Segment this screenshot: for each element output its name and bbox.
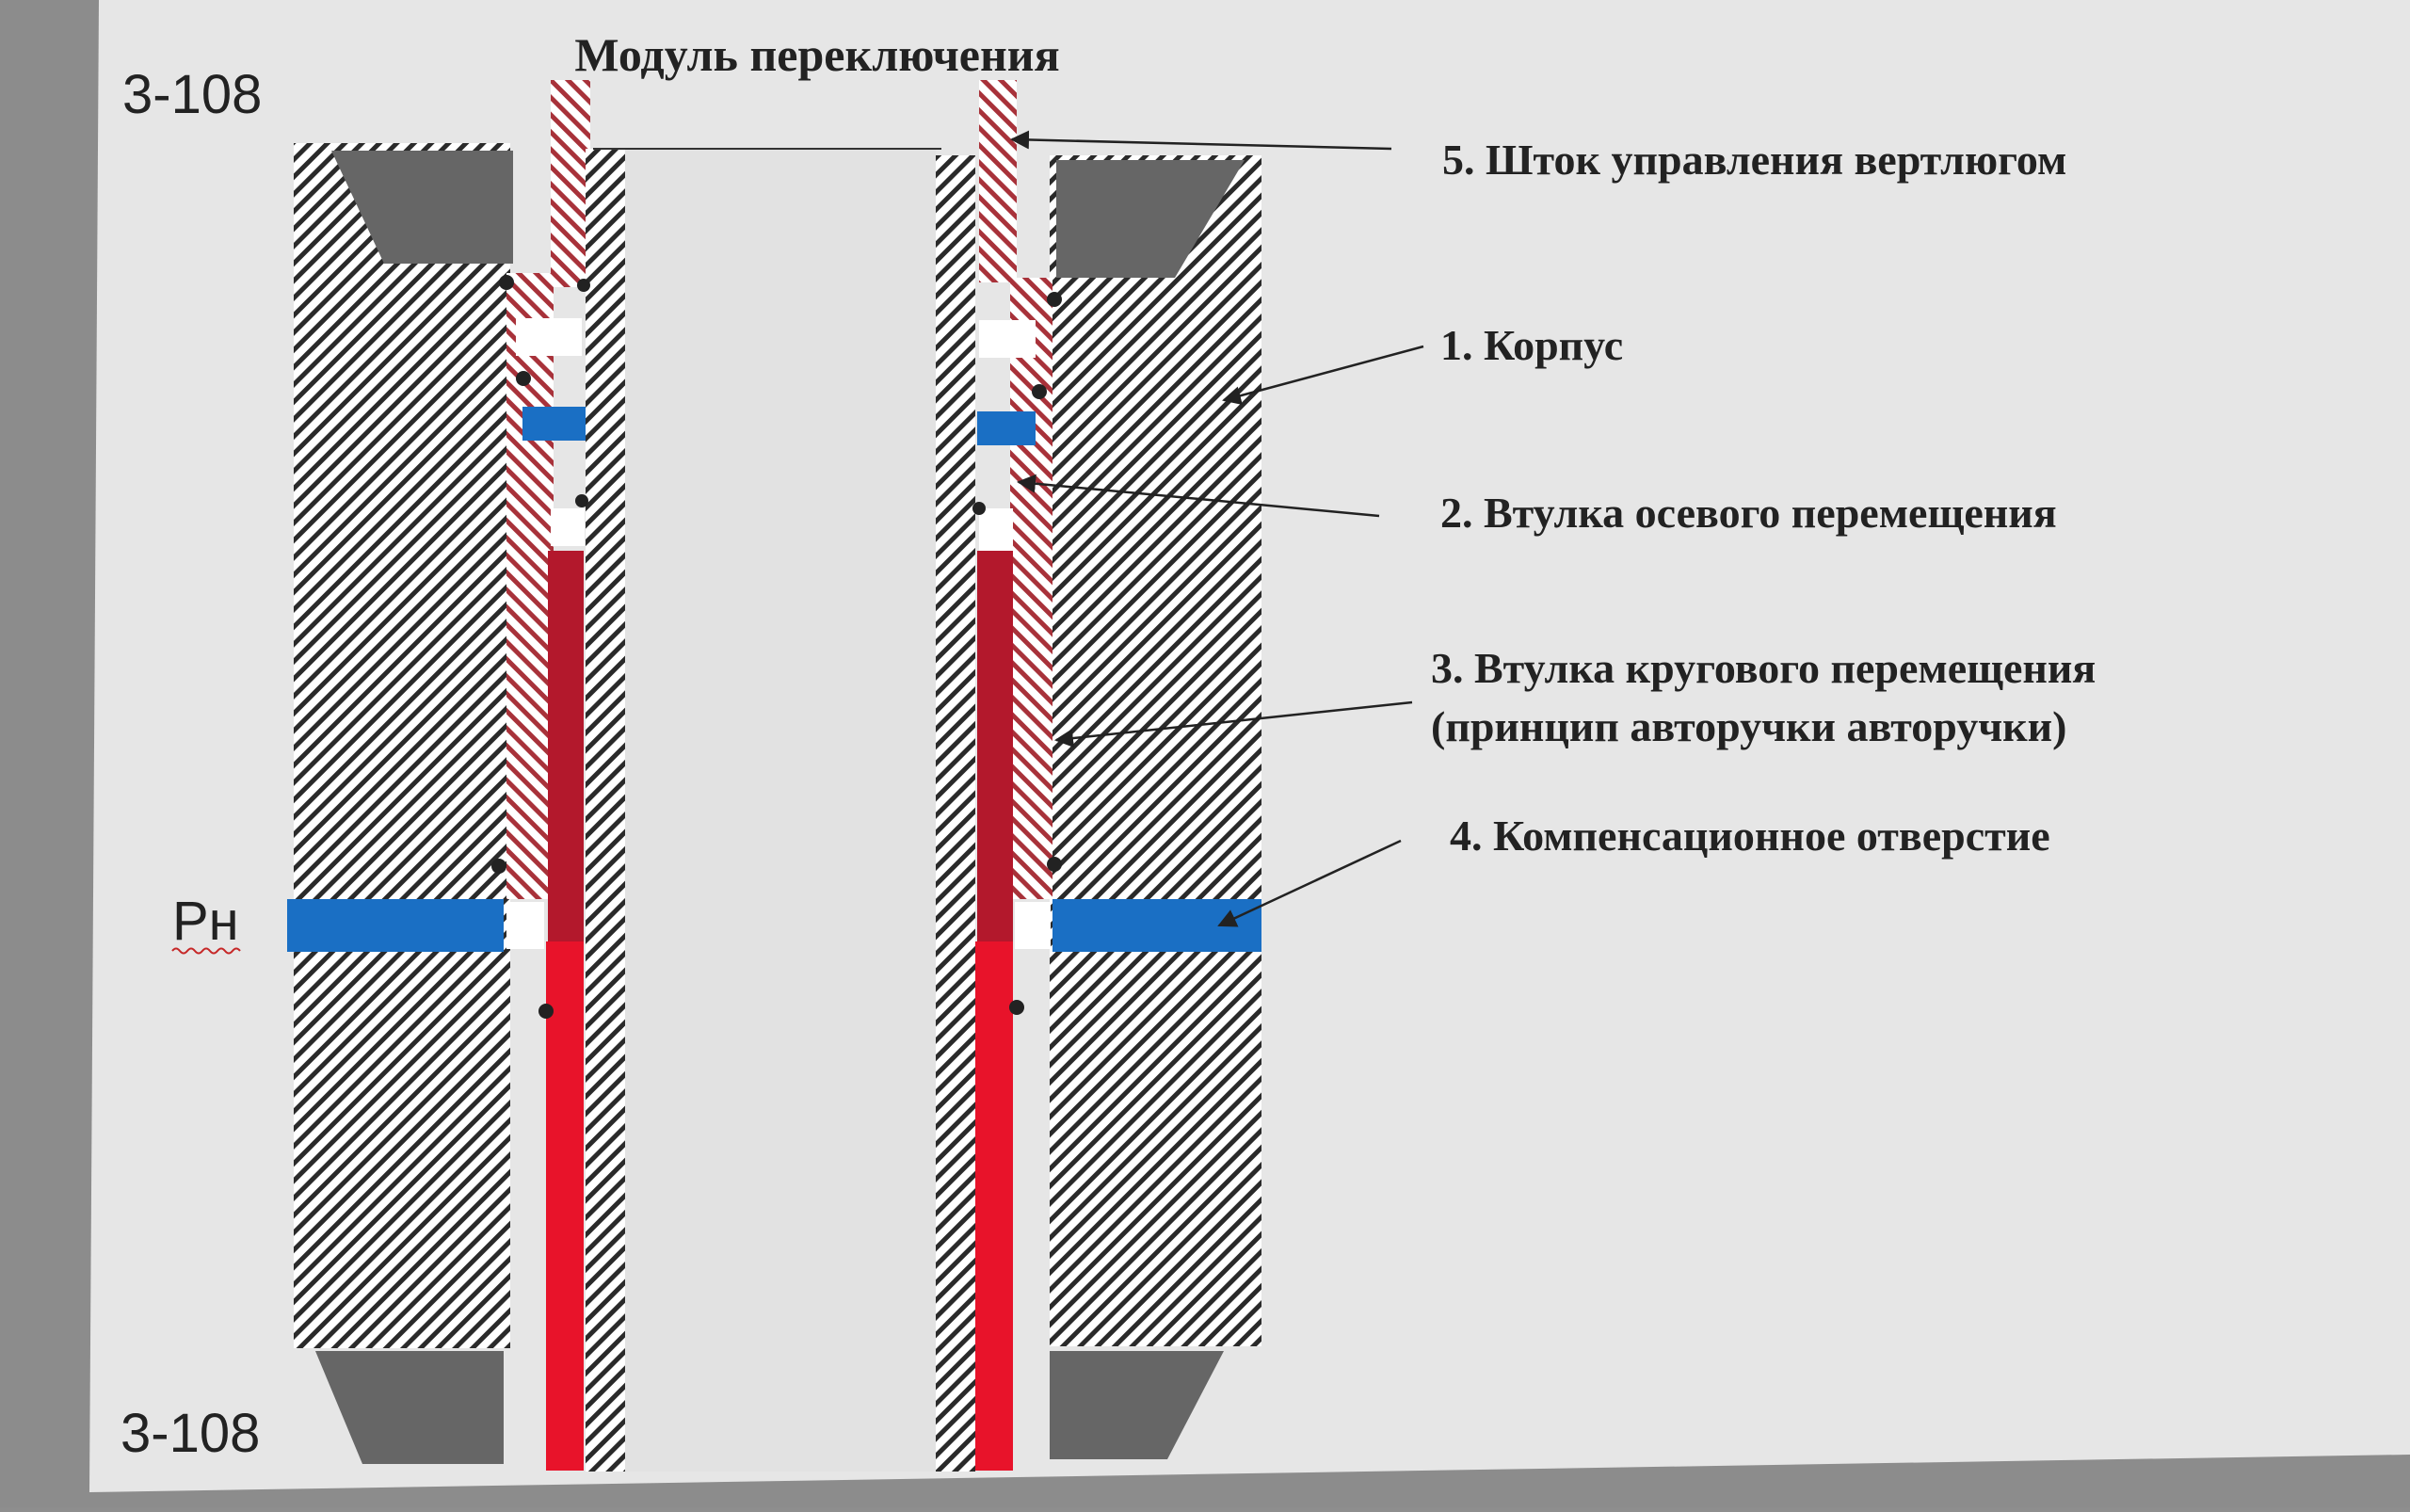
callout-leaders	[1010, 130, 1424, 927]
left-inner-blue	[522, 407, 588, 441]
callout-housing: 1. Корпус	[1440, 321, 1623, 369]
right-control-rod	[979, 80, 1017, 282]
left-axial-sleeve	[506, 273, 554, 899]
leader-circular-sleeve	[1054, 700, 1413, 748]
bottom-code-label: 3-108	[120, 1403, 260, 1464]
diagram-title: Модуль переключения	[574, 28, 1059, 81]
left-bottom-ring	[315, 1351, 504, 1464]
leader-axial-sleeve	[1017, 474, 1380, 518]
leader-compensation-hole	[1217, 839, 1402, 927]
callout-labels: 5. Шток управления вертлюгом 1. Корпус 2…	[1431, 136, 2096, 860]
right-compensation-hole	[1052, 899, 1261, 952]
right-red-channel	[975, 941, 1013, 1471]
left-inner-wall	[586, 149, 625, 1472]
left-control-rod	[551, 80, 590, 287]
callout-axial-sleeve: 2. Втулка осевого перемещения	[1440, 489, 2057, 537]
right-top-ring	[1056, 160, 1245, 278]
left-compensation-hole	[287, 899, 504, 952]
top-code-label: 3-108	[122, 64, 262, 125]
callout-circular-sleeve: 3. Втулка кругового перемещения	[1431, 644, 2096, 692]
spellcheck-underline	[171, 947, 241, 955]
right-bottom-ring	[1050, 1351, 1224, 1459]
right-inner-wall	[936, 155, 975, 1472]
callout-compensation-hole: 4. Компенсационное отверстие	[1450, 812, 2050, 860]
right-housing	[936, 80, 1261, 1472]
right-inner-blue	[977, 411, 1036, 445]
callout-circular-sleeve-note: (принцип авторучки авторучки)	[1431, 702, 2066, 750]
right-dark-red-channel	[977, 551, 1013, 941]
callout-control-rod: 5. Шток управления вертлюгом	[1442, 136, 2066, 184]
leader-housing	[1222, 345, 1424, 405]
right-axial-sleeve	[1010, 278, 1052, 899]
central-bore	[625, 149, 936, 1472]
left-dark-red-channel	[548, 551, 584, 941]
left-top-ring	[331, 151, 513, 264]
left-red-channel	[546, 941, 584, 1471]
pressure-label: Рн	[172, 891, 239, 952]
leader-control-rod	[1010, 130, 1392, 151]
left-housing	[287, 80, 625, 1472]
